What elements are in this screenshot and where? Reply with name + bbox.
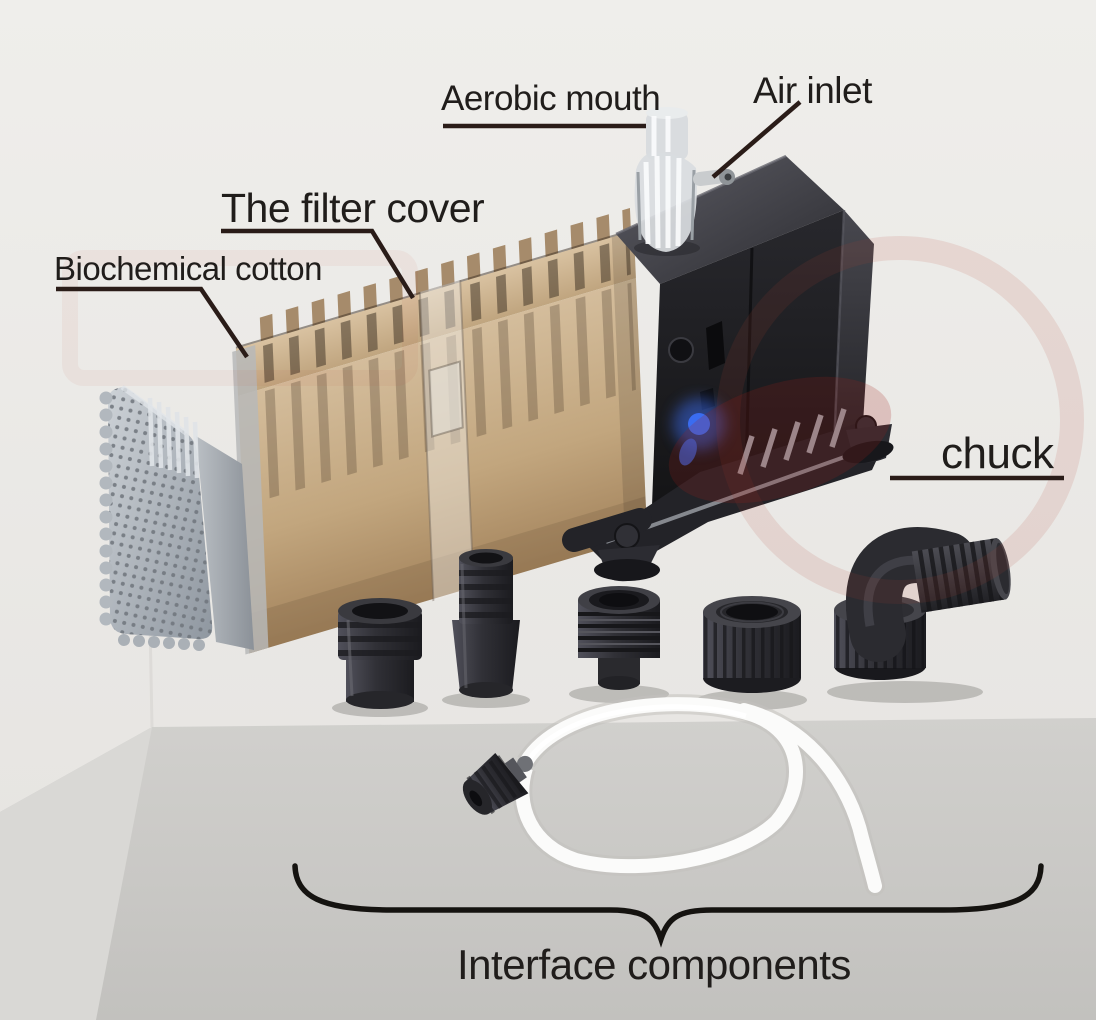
air-inlet-nub: [693, 169, 735, 186]
label-chuck: chuck: [941, 429, 1054, 478]
airline-tube: [512, 694, 885, 896]
end-cap-scallops: [99, 391, 205, 651]
watermark: [62, 236, 1084, 604]
leader-air-inlet: [711, 100, 802, 179]
cartridge-divider: [418, 279, 475, 602]
filter-cover-top: [235, 230, 636, 396]
label-aerobic-mouth: Aerobic mouth: [441, 79, 661, 118]
leader-lines: [56, 100, 1064, 481]
leader-biochemical-cotton: [56, 286, 249, 359]
fitting-hose-barb: [338, 598, 422, 709]
background-floor-wedge: [0, 727, 152, 1020]
biochemical-cotton-sponge: [238, 278, 648, 654]
label-interface-components: Interface components: [457, 941, 851, 988]
label-filter-cover: The filter cover: [221, 185, 485, 231]
fitting-nut-cap: [703, 596, 801, 693]
aerobic-mouth-nozzle: [634, 107, 700, 256]
suction-cup-front: [594, 523, 660, 582]
leader-filter-cover: [221, 228, 415, 300]
pump-recess: [668, 337, 694, 363]
mounting-bracket: [562, 408, 894, 582]
end-cap-side: [196, 436, 254, 650]
background-floor: [0, 718, 1096, 1020]
label-air-inlet: Air inlet: [753, 70, 872, 111]
bracket-plate: [588, 422, 884, 574]
fitting-elbow: [834, 527, 1011, 680]
air-valve: [462, 752, 533, 815]
label-biochemical-cotton: Biochemical cotton: [54, 250, 322, 287]
grid-end-cap: [99, 384, 254, 651]
pump-vent-slot: [706, 321, 725, 370]
interface-components-brace: [292, 863, 1044, 948]
fitting-threaded-male: [578, 586, 660, 690]
bracket-slats: [737, 408, 847, 475]
pump-right-face: [834, 210, 874, 448]
filter-cover-teeth: [259, 207, 632, 343]
suction-cup-rear: [842, 415, 894, 464]
wall-corner-line: [148, 619, 154, 728]
fitting-stepped-barb: [452, 549, 520, 698]
led-indicator: [688, 413, 710, 435]
